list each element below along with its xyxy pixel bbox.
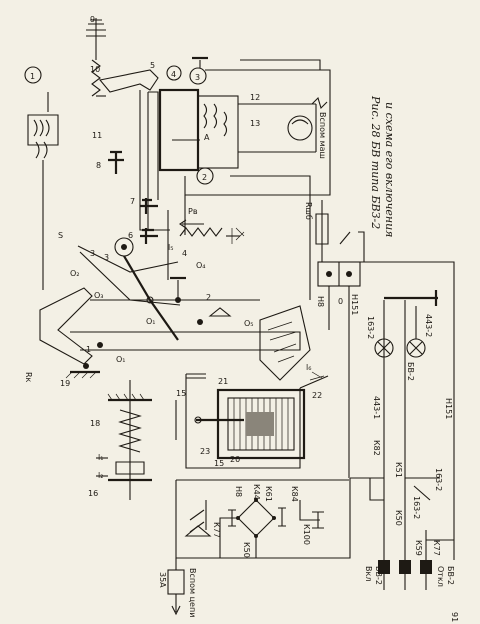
adjusters-6-7-8 [108, 150, 170, 244]
caption-line-2: и схема его включения [383, 102, 396, 237]
wire-k50: К50 [242, 542, 251, 558]
mech-labels: А Rшб Rк Рв S O₂ O₃ O₄ O₁ O₅ O₁ l₅ l₆ l₁… [24, 112, 359, 617]
wire-labels: К77 К50 Н8 К44 К61 К84 К100 К82 К51 К50 … [212, 314, 455, 587]
part-labels: 9 10 11 8 7 6 5 12 13 3 3 4 2 1 19 18 16… [30, 15, 322, 498]
label-35a: 35А [158, 572, 167, 588]
part-4: 4 [182, 249, 187, 258]
wire-k100: К100 [302, 524, 311, 545]
part-3: 3 [90, 249, 95, 258]
part-12: 12 [250, 93, 260, 102]
spring-assembly-9-10 [86, 18, 106, 97]
label-rk: Rк [24, 372, 33, 383]
label-o4: O₄ [196, 261, 206, 270]
wire-443-2: 443-2 [424, 314, 433, 337]
wire-otkl: Откл [436, 566, 445, 587]
label-h151: Н151 [350, 294, 359, 315]
aux-motor [238, 96, 328, 153]
part-15: 15 [214, 459, 224, 468]
wire-k44: К44 [252, 484, 261, 500]
label-l1: l₁ [98, 453, 103, 462]
page-number: 91 [450, 612, 459, 622]
wire-k77: К77 [212, 522, 221, 538]
holding-coil [175, 371, 329, 469]
wire-k50b: К50 [394, 510, 403, 526]
label-l5: l₅ [168, 243, 173, 252]
part-9: 9 [90, 15, 95, 24]
part-5: 5 [150, 61, 155, 70]
label-l6: l₆ [306, 363, 311, 372]
on-off-coils [378, 530, 454, 590]
spring-pb [167, 210, 245, 280]
label-o1: O₁ [146, 317, 156, 326]
label-pb: Рв [188, 207, 198, 216]
part-6: 6 [128, 231, 133, 240]
label-vspom-cepi: Вспом цепи [188, 568, 197, 617]
part-11: 11 [92, 131, 102, 140]
part-23: 23 [200, 447, 210, 456]
part-10: 10 [90, 65, 100, 74]
wire-163-2b: 163-2 [412, 496, 421, 519]
label-rsh: Rшб [304, 202, 313, 220]
wire-443-1: 443-1 [372, 396, 381, 419]
wire-vkl: Вкл [364, 566, 373, 581]
wire-k61: К61 [264, 486, 273, 502]
wire-k77b: К77 [432, 540, 441, 556]
label-o1b: O₁ [116, 355, 126, 364]
label-o3: O₃ [94, 291, 104, 300]
wire-bv2c: БВ-2 [446, 566, 455, 585]
wire-k59: К59 [414, 540, 423, 556]
fuse-35a [167, 558, 185, 616]
part-1: 1 [86, 345, 91, 354]
label-a: А [204, 133, 210, 142]
part-21: 21 [218, 377, 228, 386]
wire-bv2a: БВ-2 [406, 362, 415, 381]
control-contacts [175, 477, 440, 559]
circled-4: 4 [171, 70, 176, 79]
wire-163-2c: 163-2 [434, 468, 443, 491]
label-o5: O₅ [244, 319, 254, 328]
part-3b: 3 [104, 253, 109, 262]
wire-163-2a: 163-2 [366, 316, 375, 339]
circled-3: 3 [195, 73, 200, 82]
spring-17-18 [96, 380, 152, 500]
label-h8: Н8 [316, 296, 325, 307]
wire-bv2b: БВ-2 [374, 566, 383, 585]
part-16: 15 [176, 389, 186, 398]
part-20: 20 [230, 455, 240, 464]
wire-h151b: Н151 [444, 398, 453, 419]
pivot-19 [65, 363, 100, 379]
part-7: 7 [130, 197, 135, 206]
circled-1: 1 [30, 72, 35, 81]
circled-2: 2 [202, 173, 207, 182]
label-s: S [58, 231, 63, 240]
wire-k84: К84 [290, 486, 299, 502]
part-22: 22 [312, 391, 322, 400]
label-zero: 0 [338, 297, 343, 306]
magnet-block [158, 56, 239, 185]
wire-k51: К51 [394, 462, 403, 478]
part-13: 13 [250, 119, 260, 128]
top-wiring [184, 59, 331, 300]
caption-line-1: Рис. 28 БВ типа БВЗ-2 [369, 95, 382, 229]
lamps [374, 290, 438, 530]
terminal-block [315, 200, 455, 560]
part-19: 19 [60, 379, 70, 388]
caption: Рис. 28 БВ типа БВЗ-2 и схема его включе… [369, 95, 396, 237]
wire-h8b: Н8 [234, 486, 243, 497]
label-o2: O₂ [70, 269, 80, 278]
part-18: 18 [90, 419, 100, 428]
label-vspom-mash: Вспом маш [318, 112, 327, 159]
contact-arm [39, 287, 311, 381]
part-2: 2 [206, 293, 211, 302]
wire-k82: К82 [372, 440, 381, 456]
coil-element-1 [24, 66, 59, 290]
label-l2: l₂ [98, 471, 103, 480]
part-17: 16 [88, 489, 98, 498]
part-8: 8 [96, 161, 101, 170]
